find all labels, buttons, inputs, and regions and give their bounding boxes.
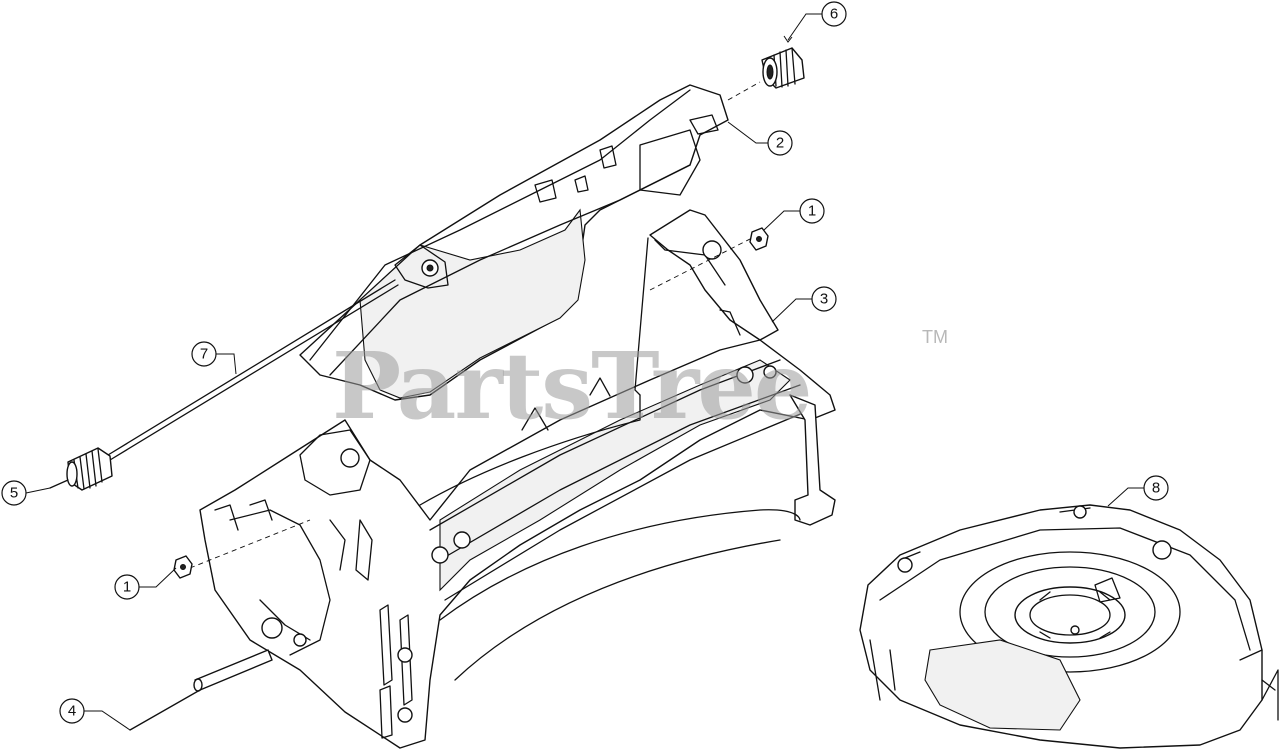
part-7-rod — [107, 279, 399, 461]
callout-1-lower: 1 — [114, 567, 177, 600]
part-2-top-panel — [299, 84, 729, 401]
callout-8: 8 — [1107, 475, 1169, 507]
watermark-trademark: TM — [922, 327, 948, 347]
part-1-nut-upper — [749, 227, 769, 251]
assembly-axes — [189, 237, 753, 569]
callout-number: 1 — [808, 203, 816, 220]
callout-6: 6 — [783, 1, 847, 43]
callout-5: 5 — [1, 480, 51, 506]
callout-3: 3 — [771, 286, 837, 323]
callout-number: 1 — [123, 579, 131, 596]
watermark-brand: PartsTree — [332, 332, 810, 440]
part-1-nut-lower — [173, 555, 193, 579]
callout-7: 7 — [191, 341, 237, 375]
partstree-watermark: PartsTree TM — [332, 327, 948, 440]
callout-number: 4 — [68, 703, 76, 720]
part-4-axle — [129, 649, 273, 731]
part-6-spring — [727, 47, 805, 101]
callout-2: 2 — [727, 121, 793, 156]
callout-4: 4 — [59, 698, 131, 731]
callout-number: 7 — [200, 346, 208, 363]
part-8-deck — [859, 504, 1279, 749]
callout-1-upper: 1 — [763, 198, 825, 231]
callout-number: 6 — [830, 6, 838, 23]
callout-number: 2 — [776, 135, 784, 152]
part-3-frame — [199, 209, 836, 749]
callout-number: 5 — [10, 485, 18, 502]
callout-number: 8 — [1152, 480, 1160, 497]
callout-number: 3 — [820, 291, 828, 308]
part-5-spring — [49, 447, 113, 491]
